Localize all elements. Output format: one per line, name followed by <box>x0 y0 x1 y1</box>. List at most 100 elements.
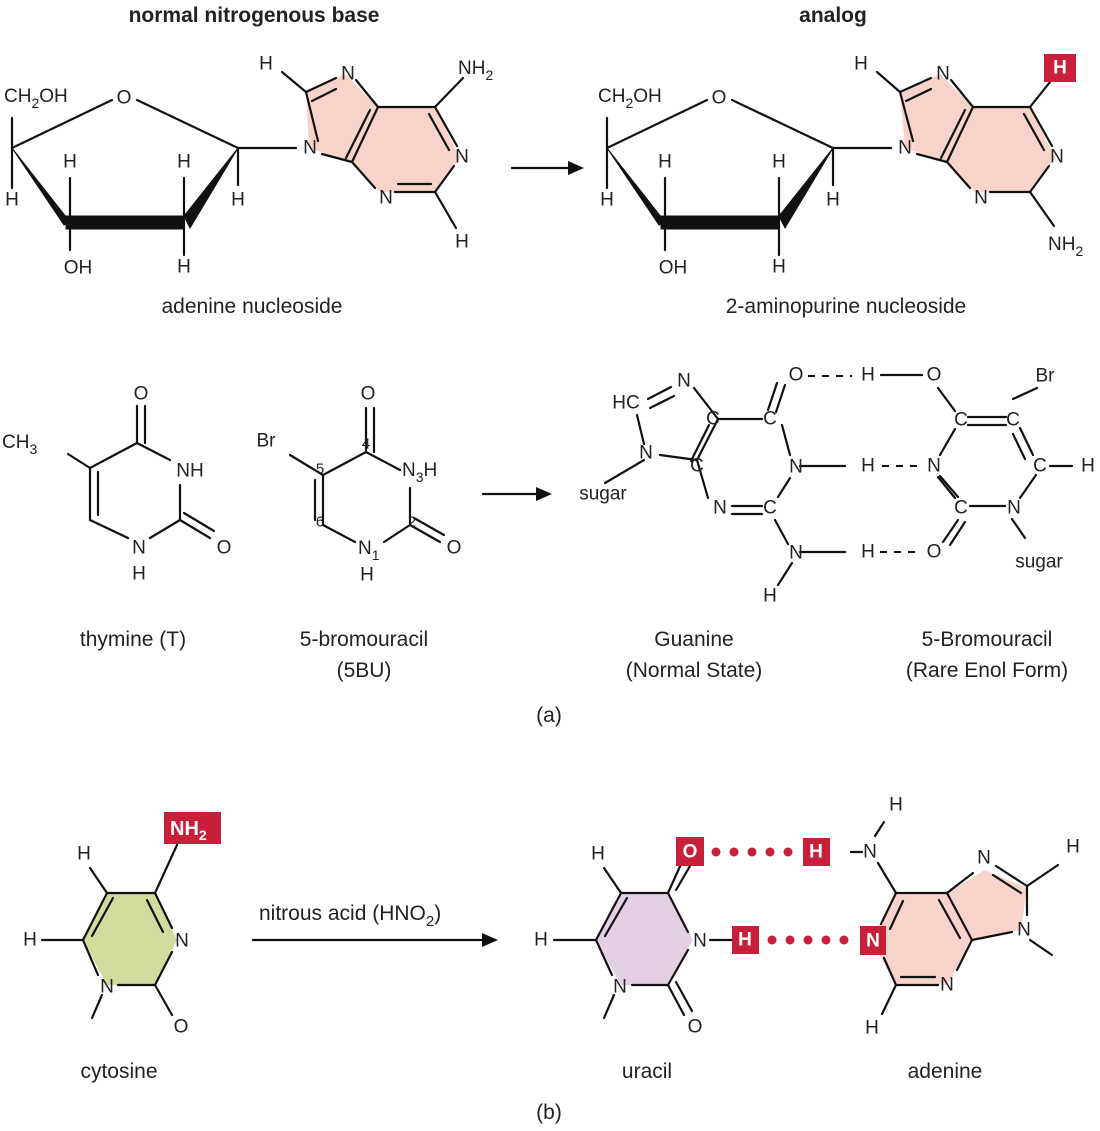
atom-NH: NH <box>176 461 203 482</box>
guanine-bu-pair: HC N N N N N C C C C O H O H N H O H C C… <box>579 365 1095 607</box>
atom-C: C <box>954 498 968 519</box>
highlighted-h-atom: H <box>809 842 823 863</box>
atom-O: O <box>927 365 942 386</box>
atom-H: H <box>5 190 19 211</box>
heading-normal-base: normal nitrogenous base <box>129 4 380 27</box>
atom-N: N <box>175 931 189 952</box>
caption-cytosine: cytosine <box>80 1060 157 1083</box>
aminopurine-sugar-wedge-left <box>606 147 666 226</box>
part-label-a: (a) <box>536 704 562 727</box>
nh2-label: NH2 <box>458 58 493 83</box>
atom-H: H <box>772 152 786 173</box>
caption-adenine-nucleoside: adenine nucleoside <box>162 295 343 318</box>
uracil-structure: H H N N O O H <box>534 837 759 1038</box>
atom-H: H <box>861 365 875 386</box>
atom-H: H <box>591 844 605 865</box>
highlight-box-h <box>1044 54 1076 82</box>
atom-N: N <box>713 498 727 519</box>
uracil-ring-shading <box>596 893 693 985</box>
adenine-sugar-wedge-left <box>11 147 71 226</box>
adenine-sugar-wedge-right <box>183 147 239 230</box>
atom-O: O <box>447 538 462 559</box>
atom-N: N <box>341 64 355 85</box>
cytosine-ring-shading <box>83 893 177 985</box>
ring-number-4: 4 <box>362 436 370 453</box>
highlight-box-h <box>732 926 759 954</box>
atom-O: O <box>927 542 942 563</box>
atom-sugar: sugar <box>579 484 627 505</box>
bromouracil-structure: O Br O H N3H N1 4 5 6 2 <box>257 384 462 586</box>
adenine-sugar-bold-bond <box>65 215 185 230</box>
atom-N: N <box>1017 920 1031 941</box>
nitrous-acid-label: nitrous acid (HNO2) <box>259 902 441 930</box>
caption-aminopurine-nucleoside: 2-aminopurine nucleoside <box>726 295 967 318</box>
atom-N: N <box>613 977 627 998</box>
atom-H: H <box>658 152 672 173</box>
atom-H: H <box>534 930 548 951</box>
atom-H: H <box>23 930 37 951</box>
adenine-nucleoside: O H H H H H OH CH2OH N N N N H H NH2 <box>4 54 493 279</box>
atom-H: H <box>600 190 614 211</box>
caption-bu-enol-line2: (Rare Enol Form) <box>906 659 1068 682</box>
ch3-label: CH3 <box>2 432 37 457</box>
atom-N: N <box>379 188 393 209</box>
atom-H: H <box>826 190 840 211</box>
atom-N: N <box>1007 498 1021 519</box>
atom-N: N <box>898 138 912 159</box>
aminopurine-purine-shading <box>900 74 1055 192</box>
atom-OH: OH <box>64 258 93 279</box>
caption-bromouracil-line1: 5-bromouracil <box>300 628 428 651</box>
atom-N: N <box>863 842 877 863</box>
thymine-structure: O NH N H O CH3 <box>2 384 231 585</box>
atom-N: N <box>132 538 146 559</box>
atom-O: O <box>789 365 804 386</box>
atom-H: H <box>1066 837 1080 858</box>
part-label-b: (b) <box>536 1101 562 1124</box>
nh2-label: NH2 <box>1048 234 1083 259</box>
reaction-arrow-nitrous <box>251 933 498 947</box>
caption-uracil: uracil <box>622 1060 672 1083</box>
caption-thymine: thymine (T) <box>80 628 186 651</box>
atom-O: O <box>688 1017 703 1038</box>
caption-bu-enol-line1: 5-Bromouracil <box>922 628 1053 651</box>
atom-C: C <box>706 409 720 430</box>
atom-H: H <box>360 565 374 586</box>
atom-H: H <box>861 542 875 563</box>
atom-N: N <box>639 443 653 464</box>
ch2oh-label: CH2OH <box>4 86 68 111</box>
caption-guanine-line2: (Normal State) <box>626 659 763 682</box>
adenine-purine-shading <box>306 74 460 192</box>
atom-HC: HC <box>612 393 639 414</box>
atom-N: N <box>789 457 803 478</box>
atom-H: H <box>772 257 786 278</box>
atom-H: H <box>1081 456 1095 477</box>
atom-C: C <box>954 410 968 431</box>
highlight-box-nh2 <box>164 812 221 844</box>
aminopurine-nucleoside: O H H H H H OH CH2OH N N N N H H NH2 <box>598 54 1083 279</box>
highlighted-o-atom: O <box>683 842 698 863</box>
atom-H: H <box>259 54 273 75</box>
atom-N: N <box>927 456 941 477</box>
atom-OH: OH <box>659 258 688 279</box>
atom-H: H <box>763 586 777 607</box>
atom-H: H <box>132 564 146 585</box>
highlight-box-o <box>676 837 704 866</box>
atom-H: H <box>177 152 191 173</box>
ring-number-5: 5 <box>316 461 324 478</box>
atom-N: N <box>693 931 707 952</box>
adenine-structure: N H N H N N H N H <box>803 795 1080 1039</box>
atom-N: N <box>677 371 691 392</box>
ch2oh-label: CH2OH <box>598 86 662 111</box>
atom-N: N <box>100 977 114 998</box>
n1-label: N1 <box>358 538 380 563</box>
atom-H: H <box>231 190 245 211</box>
heading-analog: analog <box>799 4 867 27</box>
ring-number-6: 6 <box>316 514 324 531</box>
reaction-arrow-analog <box>510 161 584 175</box>
atom-N: N <box>940 975 954 996</box>
atom-H: H <box>77 844 91 865</box>
atom-C: C <box>1033 456 1047 477</box>
caption-guanine-line1: Guanine <box>654 628 733 651</box>
atom-O: O <box>174 1017 189 1038</box>
